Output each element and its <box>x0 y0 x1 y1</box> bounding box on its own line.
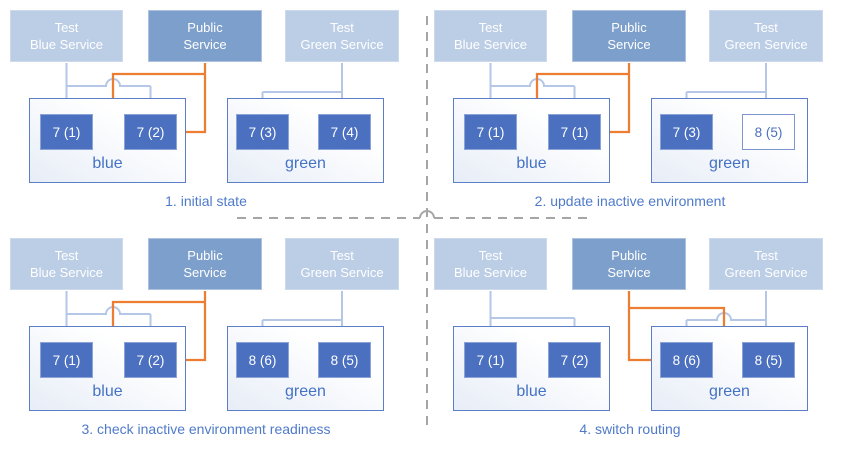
test-blue-service-box: Test Blue Service <box>434 238 547 290</box>
blue-environment-label: blue <box>516 383 547 400</box>
pod-new-version: 8 (5) <box>742 114 795 150</box>
panel-initial-state: Test Blue Service Public Service Test Gr… <box>0 0 424 228</box>
service-label-line2: Service <box>607 37 651 52</box>
service-label-line1: Test <box>330 19 354 35</box>
blue-environment-label: blue <box>516 155 547 172</box>
service-label-line1: Test <box>478 19 503 35</box>
service-label-line2: Service <box>183 265 227 280</box>
pod: 7 (3) <box>236 114 289 150</box>
test-green-service-box: Test Green Service <box>285 10 399 62</box>
service-label-line2: Green Service <box>724 265 808 280</box>
panel-caption: 2. update inactive environment <box>534 193 726 209</box>
service-label-line2: Blue Service <box>454 37 527 52</box>
pod: 8 (5) <box>742 342 795 378</box>
service-label-line1: Test <box>754 19 778 35</box>
test-blue-service-box: Test Blue Service <box>10 238 123 290</box>
test-blue-route-splitter-with-hop <box>490 78 575 87</box>
test-green-service-box: Test Green Service <box>709 10 823 62</box>
panel-caption: 1. initial state <box>165 193 247 209</box>
service-label-line2: Green Service <box>300 37 384 52</box>
service-label-line2: Green Service <box>300 265 384 280</box>
service-label-line1: Test <box>754 247 778 263</box>
pod: 7 (1) <box>40 342 93 378</box>
service-label-line1: Public <box>611 19 647 35</box>
test-blue-route-splitter-with-hop <box>66 306 151 315</box>
blue-environment-label: blue <box>92 383 123 400</box>
test-blue-service-box: Test Blue Service <box>10 10 123 62</box>
service-label-line2: Blue Service <box>454 265 527 280</box>
blue-environment-label: blue <box>92 155 123 172</box>
public-route-to-pod-2 <box>610 63 631 134</box>
panel-update-inactive-environment: Test Blue Service Public Service Test Gr… <box>424 0 848 228</box>
panel-check-inactive-environment-readiness: Test Blue Service Public Service Test Gr… <box>0 228 424 456</box>
test-green-route-splitter-with-hop <box>686 312 766 321</box>
service-label-line2: Service <box>607 265 651 280</box>
service-label-line1: Test <box>54 247 79 263</box>
panel-caption: 4. switch routing <box>579 421 681 437</box>
service-label-line1: Public <box>611 247 647 263</box>
pod: 8 (6) <box>660 342 713 378</box>
test-green-service-box: Test Green Service <box>709 238 823 290</box>
pod: 7 (1) <box>464 114 517 150</box>
pod: 7 (3) <box>660 114 713 150</box>
service-label-line2: Service <box>183 37 227 52</box>
pod: 7 (2) <box>124 342 177 378</box>
public-service-box: Public Service <box>572 10 686 62</box>
green-environment-label: green <box>709 383 750 400</box>
pod: 7 (2) <box>124 114 177 150</box>
service-label-line2: Green Service <box>724 37 808 52</box>
pod: 7 (1) <box>548 114 601 150</box>
service-label-line1: Public <box>187 19 223 35</box>
public-service-box: Public Service <box>148 10 262 62</box>
test-green-service-box: Test Green Service <box>285 238 399 290</box>
panel-switch-routing: Test Blue Service Public Service Test Gr… <box>424 228 848 456</box>
service-label-line2: Blue Service <box>30 37 103 52</box>
test-blue-route-splitter-with-hop <box>66 78 151 87</box>
service-label-line1: Public <box>187 247 223 263</box>
public-route-to-pod-2 <box>186 291 207 362</box>
service-label-line1: Test <box>330 247 354 263</box>
green-environment-label: green <box>285 383 326 400</box>
pod: 8 (6) <box>236 342 289 378</box>
pod: 7 (1) <box>40 114 93 150</box>
pod: 7 (1) <box>464 342 517 378</box>
public-service-box: Public Service <box>148 238 262 290</box>
public-service-box: Public Service <box>572 238 686 290</box>
pod: 7 (4) <box>318 114 371 150</box>
test-blue-service-box: Test Blue Service <box>434 10 547 62</box>
panel-caption: 3. check inactive environment readiness <box>81 421 331 437</box>
green-environment-label: green <box>709 155 750 172</box>
pod: 7 (2) <box>548 342 601 378</box>
service-label-line2: Blue Service <box>30 265 103 280</box>
green-environment-label: green <box>285 155 326 172</box>
service-label-line1: Test <box>478 247 503 263</box>
public-route-to-pod-3 <box>627 291 651 362</box>
pod: 8 (5) <box>318 342 371 378</box>
service-label-line1: Test <box>54 19 79 35</box>
public-route-to-pod-2 <box>186 63 207 134</box>
